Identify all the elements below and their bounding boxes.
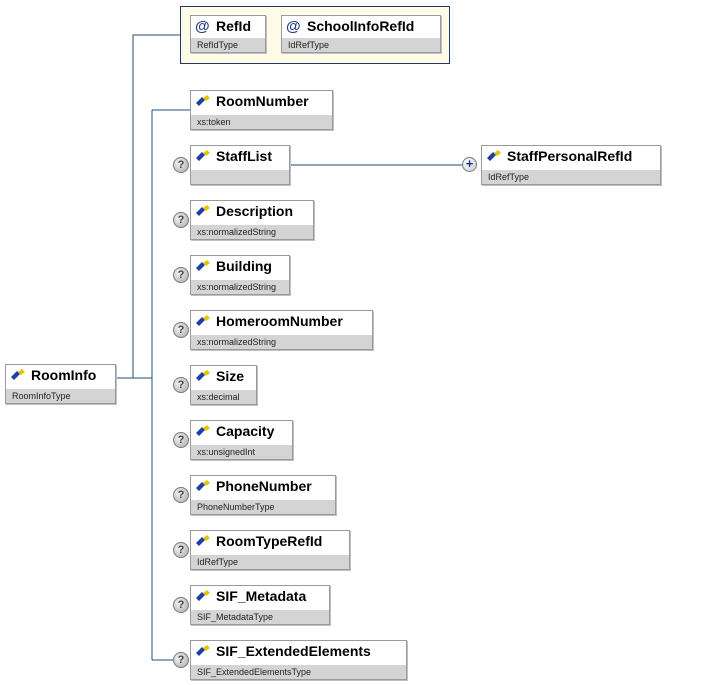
element-name: Description [216,203,294,219]
attribute-type: IdRefType [282,38,440,52]
optional-icon: ? [173,487,189,503]
element-icon [195,534,211,548]
root-element-node[interactable]: RoomInfo RoomInfoType [5,364,116,404]
optional-icon: ? [173,322,189,338]
optional-icon: ? [173,157,189,173]
element-type: xs:decimal [191,390,256,404]
element-icon [195,424,211,438]
element-type: SIF_ExtendedElementsType [191,665,406,679]
element-name: Capacity [216,423,275,439]
element-name: PhoneNumber [216,478,312,494]
optional-icon: ? [173,267,189,283]
element-sif-extendedelements-node[interactable]: SIF_ExtendedElements SIF_ExtendedElement… [190,640,407,680]
root-name: RoomInfo [31,367,97,383]
element-icon [195,94,211,108]
element-icon [195,479,211,493]
element-capacity-node[interactable]: Capacity xs:unsignedInt [190,420,293,460]
element-description-node[interactable]: Description xs:normalizedString [190,200,314,240]
element-name: Building [216,258,272,274]
attribute-name: RefId [216,18,251,34]
element-icon [195,204,211,218]
element-type: xs:normalizedString [191,335,372,349]
element-name: HomeroomNumber [216,313,343,329]
expand-plus-icon[interactable]: + [462,157,477,172]
element-icon [10,368,26,382]
optional-icon: ? [173,652,189,668]
element-name: SIF_Metadata [216,588,307,604]
optional-icon: ? [173,377,189,393]
element-icon [195,644,211,658]
attribute-schoolinforefid-node[interactable]: @ SchoolInfoRefId IdRefType [281,15,441,53]
attribute-refid-node[interactable]: @ RefId RefIdType [190,15,266,53]
element-type: IdRefType [191,555,349,569]
optional-icon: ? [173,212,189,228]
attribute-type: RefIdType [191,38,265,52]
element-stafflist-node[interactable]: StaffList [190,145,290,185]
element-icon [195,369,211,383]
element-homeroomnumber-node[interactable]: HomeroomNumber xs:normalizedString [190,310,373,350]
element-name: RoomNumber [216,93,309,109]
attributes-group: @ RefId RefIdType @ SchoolInfoRefId IdRefT… [180,6,450,64]
element-sif-metadata-node[interactable]: SIF_Metadata SIF_MetadataType [190,585,330,625]
element-name: StaffList [216,148,272,164]
element-type: xs:normalizedString [191,225,313,239]
element-roomtyperefid-node[interactable]: RoomTypeRefId IdRefType [190,530,350,570]
element-icon [195,259,211,273]
element-icon [195,589,211,603]
element-type: xs:unsignedInt [191,445,292,459]
element-icon [195,314,211,328]
element-phonenumber-node[interactable]: PhoneNumber PhoneNumberType [190,475,336,515]
element-type: SIF_MetadataType [191,610,329,624]
element-name: Size [216,368,245,384]
optional-icon: ? [173,432,189,448]
optional-icon: ? [173,597,189,613]
element-name: RoomTypeRefId [216,533,323,549]
element-staffpersonalrefid-node[interactable]: StaffPersonalRefId IdRefType [481,145,661,185]
attribute-icon: @ [195,17,210,35]
element-type: xs:normalizedString [191,280,289,294]
element-name: StaffPersonalRefId [507,148,633,164]
element-icon [486,149,502,163]
element-type: xs:token [191,115,332,129]
root-type: RoomInfoType [6,389,115,403]
element-building-node[interactable]: Building xs:normalizedString [190,255,290,295]
attribute-icon: @ [286,17,301,35]
element-size-node[interactable]: Size xs:decimal [190,365,257,405]
element-type: PhoneNumberType [191,500,335,514]
element-name: SIF_ExtendedElements [216,643,371,659]
optional-icon: ? [173,542,189,558]
attribute-name: SchoolInfoRefId [307,18,415,34]
element-roomnumber-node[interactable]: RoomNumber xs:token [190,90,333,130]
element-type [191,170,289,184]
element-icon [195,149,211,163]
element-type: IdRefType [482,170,660,184]
